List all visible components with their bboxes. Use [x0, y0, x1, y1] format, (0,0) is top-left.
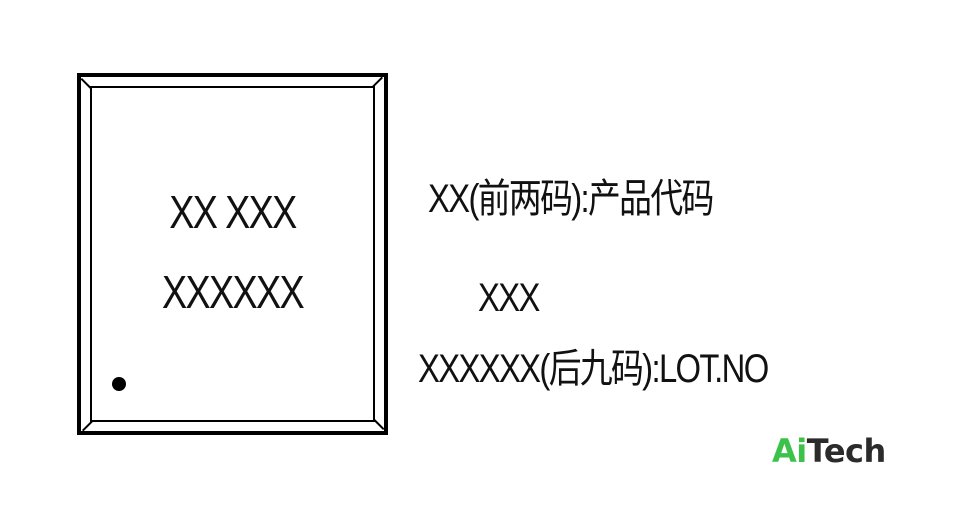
top-code-annotation: XXX	[478, 276, 540, 320]
chip-marking-line-2: XXXXXX	[161, 266, 305, 318]
product-code-annotation: XX(前两码):产品代码	[428, 177, 714, 221]
lot-number-annotation: XXXXXX(后九码):LOT.NO	[418, 347, 769, 391]
aitech-logo: AiTech	[772, 432, 886, 470]
chip-package-outline: XX XXX XXXXXX	[77, 73, 388, 435]
chip-inner-border	[90, 86, 375, 422]
aitech-logo-tech: Tech	[806, 432, 887, 470]
chip-corner-bevel	[373, 418, 385, 430]
aitech-logo-ai: Ai	[772, 432, 807, 470]
chip-corner-bevel	[80, 78, 92, 90]
chip-corner-bevel	[82, 420, 94, 432]
chip-marking-line-1: XX XXX	[169, 186, 297, 238]
pin-1-indicator-dot	[112, 377, 126, 391]
chip-corner-bevel	[371, 76, 383, 88]
